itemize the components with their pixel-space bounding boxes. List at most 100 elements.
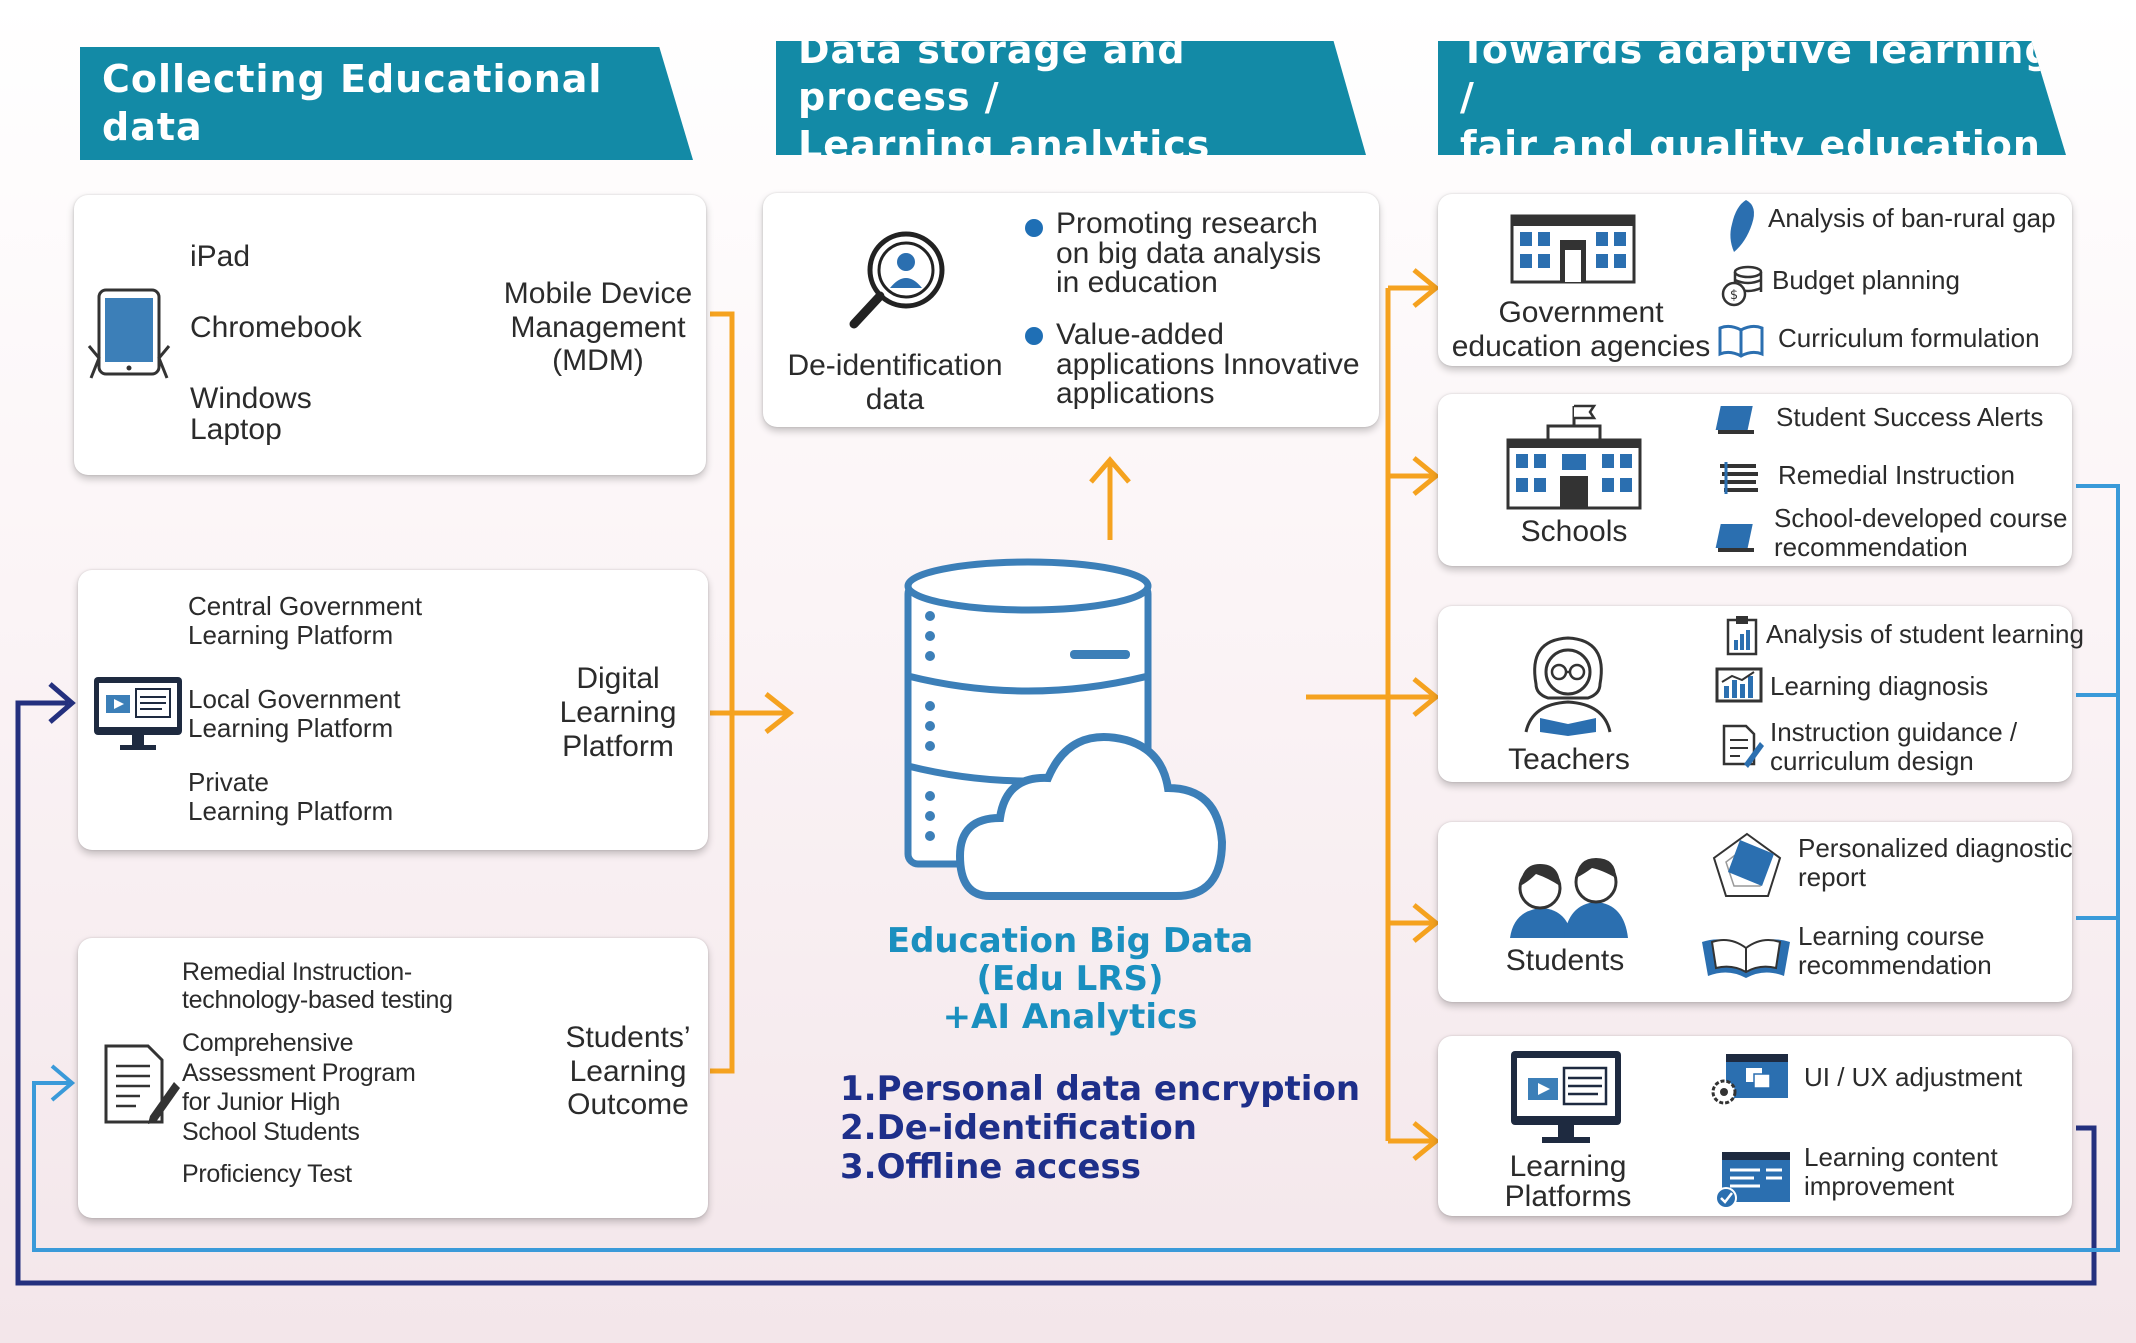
clipboard-chart-icon <box>1726 616 1758 656</box>
digital-platform-line3: Platform <box>562 729 674 763</box>
outcome-comprehensive-line4: School Students <box>182 1117 360 1146</box>
teacher-item-guidance: Instruction guidance / curriculum design <box>1770 717 2018 776</box>
platform-central-line1: Central Government <box>188 591 423 621</box>
deid-label: De-identification data <box>780 349 1010 416</box>
teacher-item-guidance-line1: Instruction guidance / <box>1770 717 2018 747</box>
bullet-research-line2: on big data analysis <box>1056 236 1322 270</box>
outcome-remedial: Remedial Instruction- technology-based t… <box>182 958 453 1014</box>
header-towards-line2: fair and quality education <box>1460 122 2041 167</box>
platform-private: Private Learning Platform <box>188 767 394 827</box>
mdm-line2: Management <box>510 310 686 344</box>
stakeholder-government-line2: education agencies <box>1451 329 1711 363</box>
platform-item-content-line1: Learning content <box>1804 1142 1998 1172</box>
big-data-title-line2: (Edu LRS) <box>976 959 1164 1000</box>
gov-item-curriculum: Curriculum formulation <box>1778 323 2040 353</box>
bullet-research-line1: Promoting research <box>1056 207 1318 240</box>
header-towards: Towards adaptive learning / fair and qua… <box>1438 41 2066 155</box>
digital-platform-line2: Learning <box>559 695 677 729</box>
students-icon <box>1510 858 1628 938</box>
card-outcomes <box>78 938 708 1218</box>
platform-item-ui: UI / UX adjustment <box>1804 1062 2023 1092</box>
device-laptop: Laptop <box>190 413 282 446</box>
platform-item-content: Learning content improvement <box>1804 1142 1998 1202</box>
teacher-icon <box>1524 636 1612 736</box>
school-building-icon <box>1506 404 1642 510</box>
government-building-icon <box>1510 214 1636 284</box>
gov-item-budget: Budget planning <box>1772 265 1960 295</box>
learning-outcome-line2: Learning <box>569 1054 687 1088</box>
school-item-course-line2: recommendation <box>1774 532 1968 563</box>
monitor-video-icon <box>94 677 182 750</box>
taiwan-map-icon <box>1730 200 1754 252</box>
student-item-course-line1: Learning course <box>1798 921 1985 951</box>
digital-platform-label: Digital Learning Platform <box>540 662 696 764</box>
learning-outcome-line3: Outcome <box>567 1088 689 1122</box>
device-chromebook: Chromebook <box>190 311 362 344</box>
coin-stack-icon: $ <box>1721 265 1763 307</box>
digital-platform-line1: Digital <box>576 662 660 695</box>
step-encryption: 1.Personal data encryption <box>840 1069 1361 1109</box>
outcome-comprehensive-line3: for Junior High <box>182 1088 341 1116</box>
bullet-value-added: Value-added applications Innovative appl… <box>1056 320 1360 409</box>
stakeholder-learning-platforms-line1: Learning <box>1509 1150 1627 1183</box>
student-item-course-line2: recommendation <box>1798 950 1992 981</box>
platform-local: Local Government Learning Platform <box>188 684 401 744</box>
platform-item-content-line2: improvement <box>1804 1171 1955 1202</box>
bullet-value-line3: applications <box>1056 377 1215 411</box>
teacher-item-diagnosis: Learning diagnosis <box>1770 671 1989 701</box>
magnifier-user-icon <box>849 231 945 329</box>
big-data-title: Education Big Data (Edu LRS) +AI Analyti… <box>880 922 1260 1036</box>
outcome-remedial-line1: Remedial Instruction- <box>182 958 412 986</box>
platform-private-line1: Private <box>188 767 269 797</box>
deid-label-line2: data <box>865 382 925 416</box>
bullet-value-line1: Value-added <box>1056 318 1224 351</box>
mdm-line3: (MDM) <box>552 344 644 378</box>
header-storage-line2: Learning analytics <box>798 122 1211 167</box>
header-storage: Data storage and process / Learning anal… <box>776 41 1366 155</box>
bullet-research: Promoting research on big data analysis … <box>1056 209 1321 298</box>
learning-outcome-label: Students’ Learning Outcome <box>554 1021 702 1122</box>
platform-private-line2: Learning Platform <box>188 796 394 827</box>
outcome-comprehensive-line2: Assessment Program <box>182 1058 416 1087</box>
stakeholder-learning-platforms-line2: Platforms <box>1504 1180 1632 1213</box>
big-data-title-line3: +AI Analytics <box>942 997 1198 1038</box>
outcome-comprehensive: Comprehensive Assessment Program for Jun… <box>182 1029 416 1147</box>
header-collecting-text: Collecting Educational data <box>102 57 603 149</box>
school-item-alerts: Student Success Alerts <box>1776 402 2044 432</box>
content-improve-icon <box>1715 1152 1790 1209</box>
outcome-proficiency: Proficiency Test <box>182 1160 352 1188</box>
header-collecting: Collecting Educational data <box>80 47 693 160</box>
stakeholder-students: Students <box>1505 944 1625 977</box>
deid-label-line1: De-identification <box>787 349 1003 382</box>
student-item-course: Learning course recommendation <box>1798 921 1992 981</box>
outcome-comprehensive-line1: Comprehensive <box>182 1029 354 1057</box>
svg-text:$: $ <box>1730 288 1738 303</box>
student-item-report: Personalized diagnostic report <box>1798 833 2073 893</box>
student-item-report-line2: report <box>1798 862 1866 893</box>
gov-item-gap: Analysis of ban-rural gap <box>1768 203 2056 233</box>
bullet-dot-2 <box>1025 327 1043 345</box>
stakeholder-schools: Schools <box>1520 515 1628 548</box>
chart-monitor-icon <box>1715 667 1763 703</box>
mdm-label: Mobile Device Management (MDM) <box>498 277 698 378</box>
platform-local-line2: Learning Platform <box>188 713 394 744</box>
open-book-icon <box>1718 324 1764 358</box>
platform-local-line1: Local Government <box>188 684 401 714</box>
feedback-loop-lightblue <box>32 484 2120 1252</box>
school-item-course: School-developed course recommendation <box>1774 503 2068 563</box>
stakeholder-government: Government education agencies <box>1446 296 1716 363</box>
platform-central-line2: Learning Platform <box>188 620 394 651</box>
database-cloud-icon <box>904 558 1227 900</box>
feedback-loop-navy <box>15 682 2097 1286</box>
school-item-course-line1: School-developed course <box>1774 503 2068 533</box>
ui-gear-icon <box>1711 1054 1788 1105</box>
platform-central: Central Government Learning Platform <box>188 591 423 651</box>
outcome-remedial-line2: technology-based testing <box>182 986 453 1014</box>
header-towards-line1: Towards adaptive learning / <box>1460 27 2053 120</box>
student-item-report-line1: Personalized diagnostic <box>1798 833 2073 863</box>
card-devices <box>74 195 706 475</box>
device-ipad: iPad <box>190 240 251 273</box>
stakeholder-government-line1: Government <box>1498 296 1664 329</box>
open-book-large-icon <box>1702 939 1790 978</box>
document-pen-icon <box>104 1044 180 1124</box>
